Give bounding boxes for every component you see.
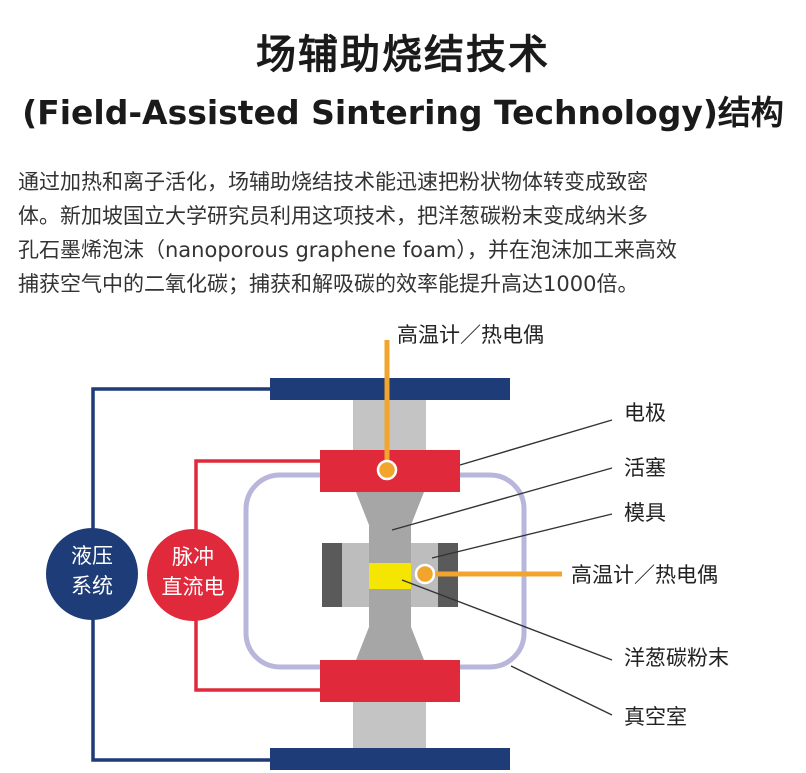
description-line: 体。新加坡国立大学研究员利用这项技术，把洋葱碳粉末变成纳米多 bbox=[18, 204, 648, 228]
piston-leader bbox=[391, 467, 613, 531]
die-left-outer bbox=[322, 543, 342, 607]
vacuum-label: 真空室 bbox=[624, 705, 687, 729]
powder-label: 洋葱碳粉末 bbox=[624, 646, 729, 670]
die-label: 模具 bbox=[624, 501, 666, 525]
top-pyrometer-dot bbox=[376, 459, 398, 481]
bottom-press-plate bbox=[270, 748, 510, 770]
side-pyrometer-dot bbox=[414, 563, 436, 585]
description-line: 孔石墨烯泡沫（nanoporous graphene foam），并在泡沫加工来… bbox=[18, 238, 677, 262]
lower-electrode bbox=[320, 660, 460, 702]
description-line: 通过加热和离子活化，场辅助烧结技术能迅速把粉状物体转变成致密 bbox=[18, 170, 648, 194]
die-left bbox=[342, 543, 369, 607]
title: 场辅助烧结技术 bbox=[256, 32, 550, 78]
top-press-plate bbox=[270, 378, 510, 400]
pyrometer-side-label: 高温计／热电偶 bbox=[571, 563, 718, 587]
vacuum-leader bbox=[510, 665, 613, 716]
electrode-leader bbox=[459, 419, 613, 466]
hydraulic-label-1: 液压 bbox=[71, 544, 113, 568]
lower-piston bbox=[369, 589, 411, 627]
pulse-label-2: 直流电 bbox=[162, 575, 225, 599]
subtitle-cn: 结构 bbox=[717, 93, 784, 132]
die-leader bbox=[431, 513, 613, 559]
onion-carbon-powder bbox=[369, 563, 411, 589]
description: 通过加热和离子活化，场辅助烧结技术能迅速把粉状物体转变成致密 体。新加坡国立大学… bbox=[18, 165, 793, 301]
description-line: 捕获空气中的二氧化碳；捕获和解吸碳的效率能提升高达1000倍。 bbox=[18, 272, 639, 296]
electrode-label: 电极 bbox=[624, 401, 666, 425]
powder-leader bbox=[401, 579, 613, 661]
lower-column bbox=[353, 700, 426, 748]
lower-piston-taper bbox=[356, 627, 424, 660]
hydraulic-system-circle bbox=[46, 528, 138, 620]
subtitle: (Field-Assisted Sintering Technology)结构 bbox=[0, 86, 806, 134]
piston-label: 活塞 bbox=[624, 456, 666, 480]
pyrometer-top-label: 高温计／热电偶 bbox=[397, 323, 544, 347]
upper-piston bbox=[369, 525, 411, 563]
upper-piston-taper bbox=[356, 492, 424, 525]
pulse-label-1: 脉冲 bbox=[172, 545, 214, 569]
hydraulic-label-2: 系统 bbox=[71, 574, 113, 598]
subtitle-en: (Field-Assisted Sintering Technology) bbox=[22, 93, 718, 132]
pulse-dc-circle bbox=[147, 529, 239, 621]
